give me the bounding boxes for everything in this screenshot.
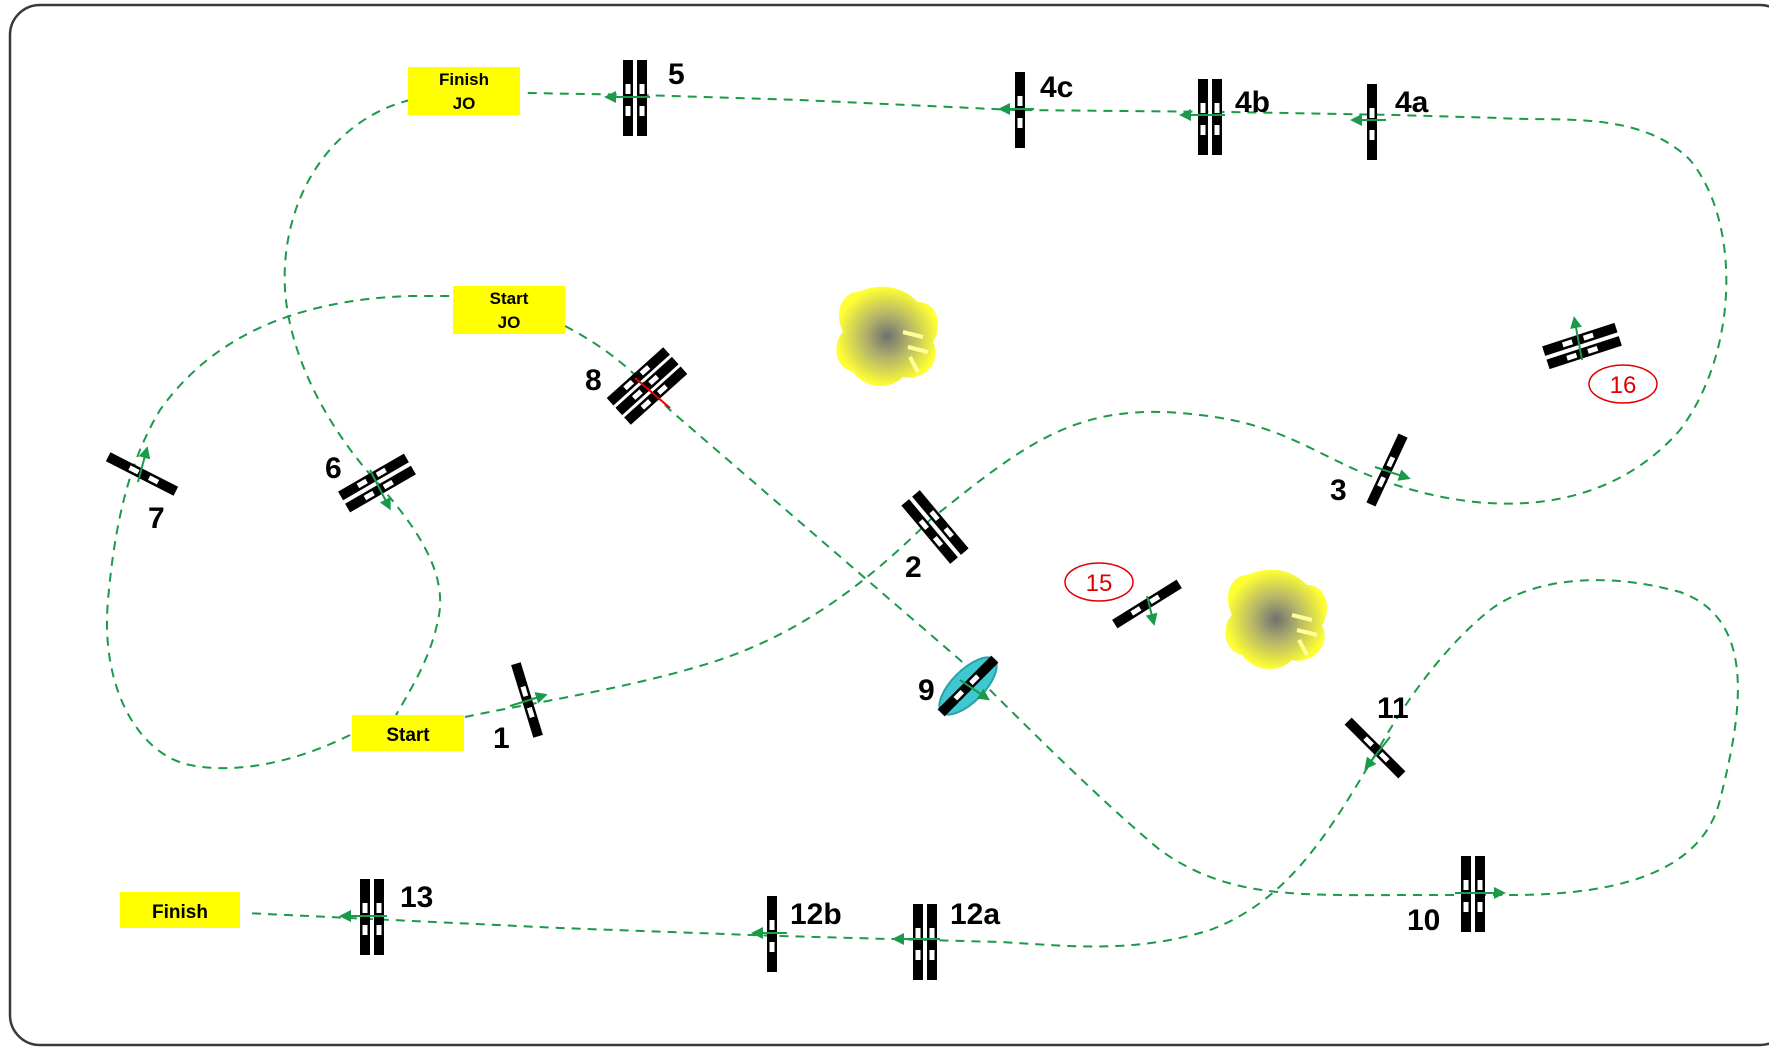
fence-16: 16 — [1542, 316, 1658, 404]
fence-label: 3 — [1330, 474, 1347, 507]
fence-3: 3 — [1330, 433, 1411, 507]
svg-text:Finish: Finish — [152, 902, 208, 923]
fence-label: 1 — [493, 722, 510, 755]
svg-text:Start: Start — [386, 725, 430, 746]
start-box: Start — [352, 715, 464, 751]
fence-5: 5 — [604, 58, 685, 136]
fence-4c: 4c — [998, 71, 1073, 148]
fence-label: 10 — [1407, 904, 1440, 937]
bush-icon — [836, 286, 938, 387]
fence-6: 6 — [325, 452, 416, 512]
fence-12a: 12a — [892, 898, 1000, 980]
fence-15: 15 — [1064, 562, 1182, 629]
fence-11: 11 — [1344, 692, 1409, 779]
diagram-frame — [8, 3, 1769, 1047]
fence-4b: 4b — [1179, 79, 1270, 155]
fence-1: 1 — [493, 662, 548, 755]
fence-label: 6 — [325, 452, 342, 485]
fence-label: 4a — [1395, 86, 1429, 119]
course-route — [106, 92, 1739, 948]
fence-2: 2 — [901, 490, 968, 584]
svg-text:Start: Start — [490, 289, 529, 308]
start-jo-box: Start JO — [453, 286, 565, 334]
bush-icon — [1225, 569, 1327, 670]
svg-text:Finish: Finish — [439, 70, 489, 89]
fence-12b: 12b — [751, 896, 842, 972]
fence-label: 15 — [1086, 570, 1113, 597]
fence-label: 12b — [790, 898, 842, 931]
svg-text:JO: JO — [453, 94, 476, 113]
fence-label: 13 — [400, 881, 433, 914]
fence-label: 4c — [1040, 71, 1073, 104]
fence-label: 9 — [918, 674, 935, 707]
fence-label: 12a — [950, 898, 1000, 931]
fence-label: 11 — [1377, 692, 1409, 725]
fence-label: 8 — [585, 364, 602, 397]
fence-label: 5 — [668, 58, 685, 91]
fence-label: 4b — [1235, 86, 1270, 119]
fence-10: 10 — [1407, 856, 1506, 937]
fence-8: 8 — [585, 347, 687, 425]
fence-label: 2 — [905, 551, 922, 584]
finish-jo-box: Finish JO — [408, 67, 520, 115]
fence-4a: 4a — [1350, 84, 1429, 160]
finish-box: Finish — [120, 892, 240, 928]
fence-13: 13 — [339, 879, 433, 955]
svg-text:JO: JO — [498, 313, 521, 332]
fence-label: 7 — [148, 502, 165, 535]
fence-7: 7 — [105, 446, 179, 535]
fence-label: 16 — [1610, 372, 1637, 399]
fence-9: 9 — [918, 655, 999, 717]
